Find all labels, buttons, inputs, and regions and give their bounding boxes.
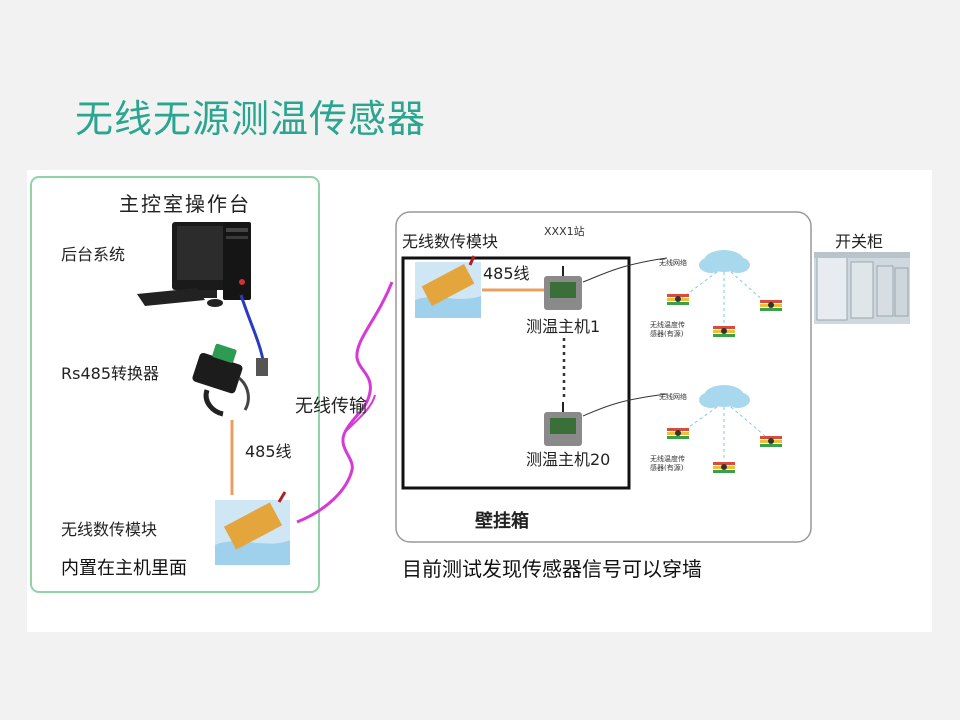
usb-cable: [239, 294, 265, 361]
rs485-converter-icon: [192, 343, 250, 417]
sensor-note-1-line1: 无线温度传: [650, 321, 685, 329]
cable-485-right-label: 485线: [483, 264, 530, 283]
cloud-1-icon: [699, 250, 750, 273]
sensor-group-2: [667, 428, 782, 473]
cable-485-left-label: 485线: [245, 442, 292, 461]
wireless-link-label: 无线传输: [295, 396, 367, 417]
station-label: XXX1站: [544, 225, 585, 238]
sensor-group-1: [667, 294, 782, 337]
wireless-link: [296, 281, 394, 524]
switchgear-photo: [814, 252, 910, 324]
computer-icon: [137, 222, 251, 307]
wall-box-inner: [401, 256, 631, 490]
sensor-note-2-line1: 无线温度传: [650, 455, 685, 463]
module-note: 内置在主机里面: [61, 558, 187, 579]
network-1-label: 无线网络: [659, 259, 687, 267]
wireless-module-left-icon: [215, 491, 290, 565]
bottom-note: 目前测试发现传感器信号可以穿墙: [402, 557, 702, 581]
host-20-label: 测温主机20: [526, 450, 611, 469]
wireless-module-right-icon: [415, 255, 481, 318]
host-1-icon: [544, 266, 582, 310]
slide-title: 无线无源测温传感器: [75, 97, 427, 141]
network-2-label: 无线网络: [659, 393, 687, 401]
wall-box-label: 壁挂箱: [475, 511, 529, 532]
module-right-label: 无线数传模块: [402, 232, 499, 251]
control-room-panel: [30, 176, 320, 593]
diagram-graphics: [30, 176, 910, 593]
host-1-label: 测温主机1: [526, 317, 601, 336]
switchgear-label: 开关柜: [835, 232, 884, 251]
system-diagram: 主控室操作台 后台系统 Rs485转换器 485线 无线数传模块 内置在主机里面…: [27, 170, 932, 632]
control-room-title: 主控室操作台: [119, 192, 251, 216]
module-left-label: 无线数传模块: [61, 520, 158, 539]
sensor-note-2-line2: 感器(有源): [650, 464, 684, 472]
backend-label: 后台系统: [61, 245, 126, 264]
converter-label: Rs485转换器: [61, 364, 159, 383]
host-20-icon: [544, 402, 582, 446]
sensor-note-1-line2: 感器(有源): [650, 330, 684, 338]
wall-box-outer: [395, 211, 812, 543]
cloud-2-icon: [699, 385, 750, 408]
